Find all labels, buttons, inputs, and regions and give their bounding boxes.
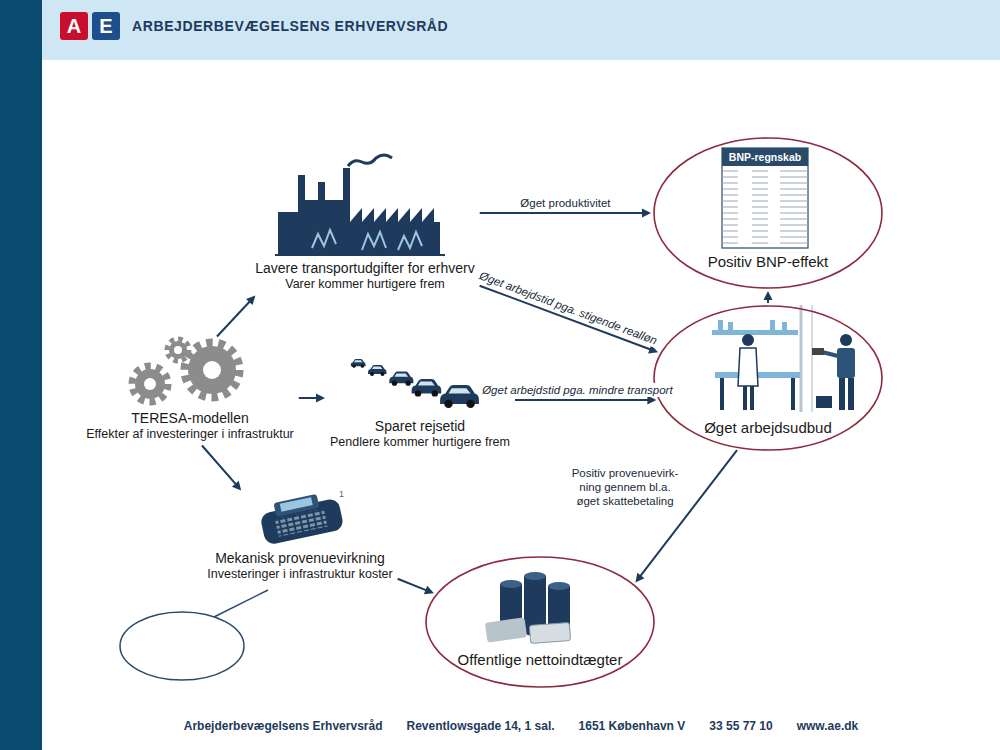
gears-icon [132, 339, 239, 402]
cars-icon [351, 359, 479, 408]
node-title: Lavere transportudgifter for erhverv [255, 260, 474, 277]
arrow-head [424, 586, 434, 594]
icon-node: Lavere transportudgifter for erhvervVare… [252, 150, 477, 294]
node-subtitle: Varer kommer hurtigere frem [255, 277, 474, 292]
card-terminal-icon [258, 490, 345, 546]
ellipse-node: Øget arbejdsudbud [653, 305, 883, 451]
arrow-connector [635, 450, 737, 582]
connector-line [299, 397, 317, 399]
arrow-connector [515, 396, 656, 405]
workers-icon [712, 305, 855, 412]
arrow-head [647, 396, 656, 405]
node-title: TERESA-modellen [86, 410, 294, 427]
node-subtitle: Pendlere kommer hurtigere frem [330, 435, 510, 450]
footer: Arbejderbevægelsens Erhvervsråd Reventlow… [42, 719, 1000, 733]
arrow-head [642, 209, 651, 218]
arrow-connector [480, 286, 658, 354]
connector-line [480, 212, 643, 214]
arrow-connector [299, 394, 325, 403]
node-title: Offentlige nettoindtægter [425, 651, 655, 669]
arrow-connector [398, 579, 434, 594]
logo-letter: E [92, 12, 120, 40]
connector-line [217, 301, 250, 336]
gdp-document-icon [722, 148, 808, 248]
arrow-head [635, 573, 644, 583]
footer-text: Reventlowsgade 14, 1 sal. [406, 719, 554, 733]
icon-node: Sparet rejsetidPendlere kommer hurtigere… [327, 352, 513, 452]
ellipse-border [654, 306, 882, 450]
ellipse-node: Positiv BNP-effekt [653, 137, 883, 289]
ellipse-node: Offentlige nettoindtægter [425, 556, 655, 688]
arrow-connector [764, 291, 773, 303]
arrow-head [232, 481, 241, 491]
left-strip [0, 0, 42, 750]
arrow-head [648, 345, 658, 353]
icon-space [86, 338, 294, 410]
arrow-connector [202, 446, 241, 491]
connector-line [480, 286, 651, 350]
arrow-head [316, 394, 325, 403]
footer-text: 1651 København V [579, 719, 686, 733]
connector-line [202, 446, 236, 485]
node-title: Øget arbejdsudbud [653, 419, 883, 437]
footer-text: 33 55 77 10 [709, 719, 772, 733]
node-title: Mekanisk provenuevirkning [207, 550, 393, 567]
node-subtitle: Effekter af investeringer i infrastruktu… [86, 427, 294, 442]
ellipse-border [426, 557, 654, 687]
arrow-head [246, 295, 255, 305]
arrow-connector [217, 295, 255, 336]
document-heading: BNP-regnskab [722, 148, 808, 166]
node-subtitle: Investeringer i infrastruktur koster [207, 567, 393, 582]
icon-node: Mekanisk provenuevirkningInvesteringer i… [204, 492, 396, 584]
connector-line [398, 579, 427, 591]
icon-node: TERESA-modellenEffekter af investeringer… [83, 338, 297, 444]
icon-space [330, 352, 510, 418]
empty-callout [120, 590, 268, 680]
callout-number: 1 [339, 489, 344, 499]
connector-line [640, 450, 737, 576]
logo-squares [60, 12, 120, 40]
factory-icon [275, 155, 445, 256]
icon-space [207, 492, 393, 550]
ellipse-outline [425, 556, 655, 688]
arrow-connector [480, 209, 651, 218]
footer-text: Arbejderbevægelsens Erhvervsråd [184, 719, 383, 733]
node-title: Sparet rejsetid [330, 418, 510, 435]
logo-letter: A [60, 12, 88, 40]
organisation-name: ARBEJDERBEVÆGELSENS ERHVERVSRÅD [132, 18, 448, 34]
edge-label: Øget arbejdstid pga. mindre transport [480, 383, 675, 397]
edge-label: Positiv provenuevirk- ning gennem bl.a. … [566, 466, 684, 508]
connector-line [515, 399, 648, 401]
footer-text: www.ae.dk [797, 719, 859, 733]
edge-label: Øget produktivitet [518, 196, 612, 210]
node-title: Positiv BNP-effekt [653, 253, 883, 271]
arrow-head [764, 291, 773, 300]
coins-icon [485, 572, 571, 643]
edge-label: Øget arbejdstid pga. stigende realløn [476, 268, 661, 348]
header-band [42, 0, 1000, 60]
icon-space [255, 150, 474, 260]
ellipse-border [654, 138, 882, 288]
